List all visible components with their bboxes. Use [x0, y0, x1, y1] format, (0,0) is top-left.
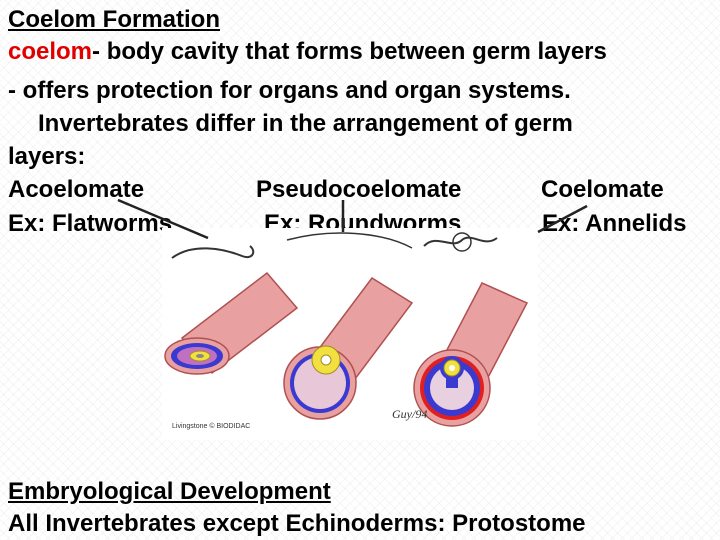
invertebrates-line-2: layers: [8, 143, 86, 170]
embryo-line: All Invertebrates except Echinoderms: Pr… [8, 510, 586, 537]
type-coelomate: Coelomate [541, 176, 664, 203]
type-pseudocoelomate: Pseudocoelomate [256, 176, 462, 203]
figure-credit: Livingstone © BIODIDAC [172, 422, 250, 430]
annelid-drawing [423, 232, 498, 252]
example-flatworms: Ex: Flatworms [8, 210, 173, 237]
coelom-illustration: Livingstone © BIODIDAC Guy/94 [162, 228, 538, 440]
definition-rest: - body cavity that forms between germ la… [92, 38, 607, 65]
slide-title: Coelom Formation [8, 6, 221, 33]
coelomate-section [413, 282, 529, 427]
acoelomate-section [164, 271, 299, 375]
roundworm-drawing [286, 232, 413, 249]
example-annelids: Ex: Annelids [542, 210, 687, 237]
figure-signature: Guy/94 [392, 407, 427, 421]
type-acoelomate: Acoelomate [8, 176, 145, 203]
invertebrates-line-1: Invertebrates differ in the arrangement … [38, 110, 573, 137]
coelom-term: coelom [8, 38, 93, 65]
definition-line-2: - offers protection for organs and organ… [8, 77, 571, 104]
flatworm-drawing [171, 245, 255, 259]
pseudocoelomate-section [283, 276, 414, 420]
definition-line-1: coelom- body cavity that forms between g… [8, 38, 607, 66]
coelom-cross-sections: Livingstone © BIODIDAC Guy/94 [164, 232, 529, 430]
embryo-heading: Embryological Development [8, 478, 331, 505]
